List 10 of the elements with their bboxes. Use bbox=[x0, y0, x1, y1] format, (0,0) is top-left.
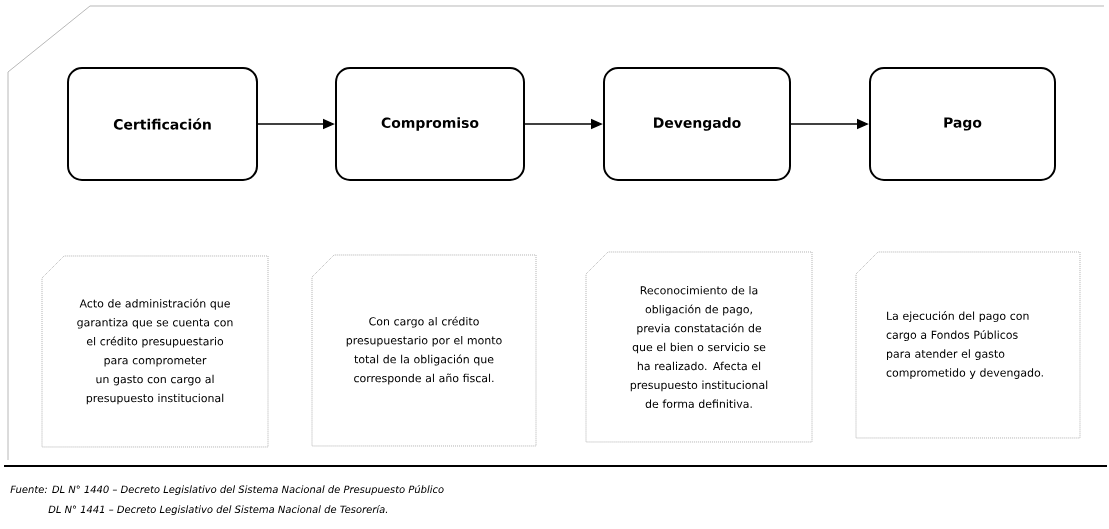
note-box: Acto de administración que garantiza que se cuenta con el crédito presupuestario para comprometer un gasto con cargo al presupuesto institucional bbox=[41, 255, 269, 448]
source-note: Fuente: DL N° 1440 – Decreto Legislativo del Sistema Nacional de Presupuesto Público bbox=[10, 484, 444, 495]
note-box: Con cargo al crédito presupuestario por el monto total de la obligación que corresponde al año fiscal. bbox=[311, 254, 537, 447]
process-box: Pago bbox=[869, 67, 1056, 181]
note-box: Reconocimiento de la obligación de pago, previa constatación de que el bien o servicio se ha realizado. Afecta el presupuesto institucional de forma definitiva. bbox=[585, 251, 813, 443]
process-box: Compromiso bbox=[335, 67, 525, 181]
note-box: La ejecución del pago con cargo a Fondos Públicos para atender el gasto comprometido y devengado. bbox=[855, 251, 1081, 439]
source-note: DL N° 1441 – Decreto Legislativo del Sistema Nacional de Tesorería. bbox=[48, 504, 388, 515]
process-box: Devengado bbox=[603, 67, 791, 181]
process-box: Certificación bbox=[67, 67, 258, 181]
